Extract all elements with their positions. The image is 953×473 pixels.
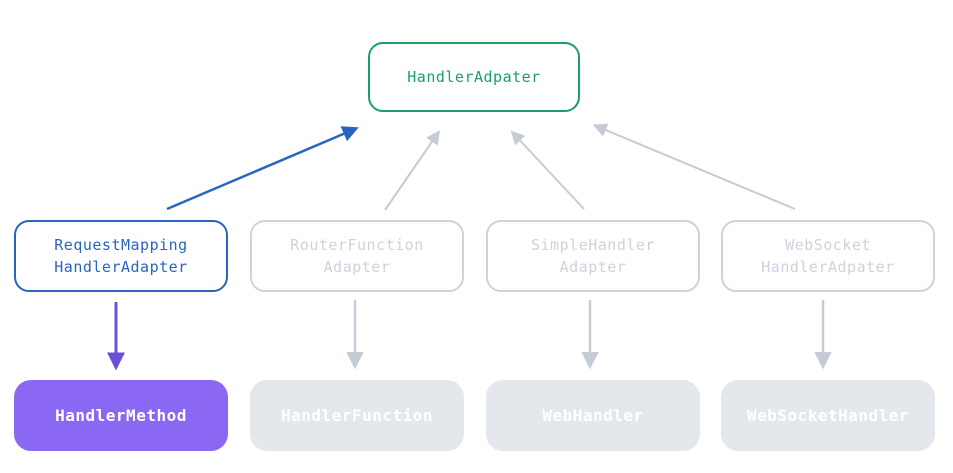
node-websocket-handler: WebSocketHandler	[721, 380, 935, 451]
arrow-routerfunction-to-handleradapter	[384, 130, 440, 211]
node-routerfunction-adapter: RouterFunction Adapter	[250, 220, 464, 292]
arrow-websocketadapter-to-handleradapter	[592, 123, 796, 210]
arrow-simplehandler-to-handleradapter	[510, 130, 585, 210]
node-handler-adpater: HandlerAdpater	[368, 42, 580, 112]
node-websocket-handler-adpater: WebSocket HandlerAdpater	[721, 220, 935, 292]
node-simplehandler-adapter: SimpleHandler Adapter	[486, 220, 700, 292]
node-web-handler: WebHandler	[486, 380, 700, 451]
node-requestmapping-handler-adapter: RequestMapping HandlerAdapter	[14, 220, 228, 292]
arrow-requestmapping-to-handleradapter	[166, 126, 359, 211]
node-handler-method: HandlerMethod	[14, 380, 228, 451]
node-handler-function: HandlerFunction	[250, 380, 464, 451]
